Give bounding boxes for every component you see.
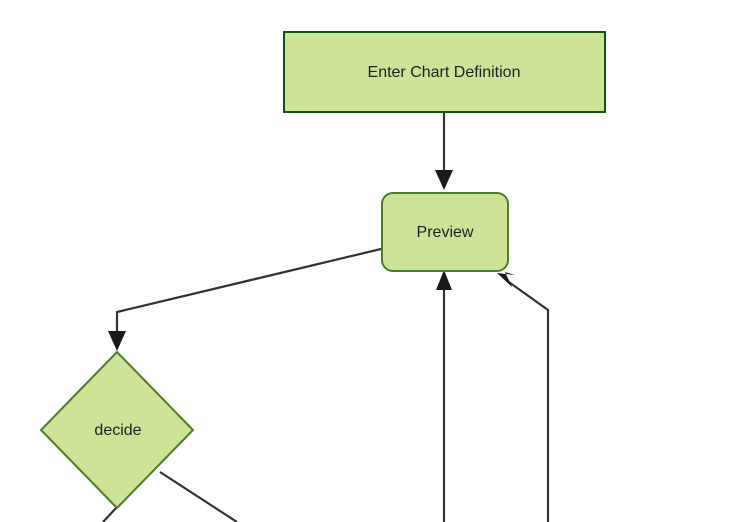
node-shape-diamond (39, 350, 195, 510)
edge-layer (102, 113, 550, 522)
edge-line (102, 506, 118, 522)
edge-decide-right-branch[interactable] (159, 471, 238, 522)
node-preview[interactable]: Preview (381, 192, 509, 272)
edge-line (505, 279, 550, 522)
node-shape-rounded-rectangle (381, 192, 509, 272)
arrow-head-icon (436, 270, 452, 290)
arrow-head-icon (497, 272, 515, 287)
arrow-head-icon (108, 331, 126, 351)
node-layer: Enter Chart Definition Preview decide (39, 31, 606, 510)
edge-bottom-center-to-preview[interactable] (436, 270, 452, 522)
arrow-head-icon (435, 170, 453, 190)
edge-line (159, 471, 238, 522)
node-enter-chart-definition[interactable]: Enter Chart Definition (283, 31, 606, 113)
edge-enter-preview[interactable] (435, 113, 453, 190)
edge-decide-left-branch[interactable] (102, 506, 118, 522)
edge-preview-decide[interactable] (108, 247, 382, 351)
edge-line (115, 247, 382, 338)
edge-bottom-right-to-preview[interactable] (497, 272, 550, 522)
node-decide[interactable]: decide (39, 350, 195, 510)
node-shape-rectangle (283, 31, 606, 113)
